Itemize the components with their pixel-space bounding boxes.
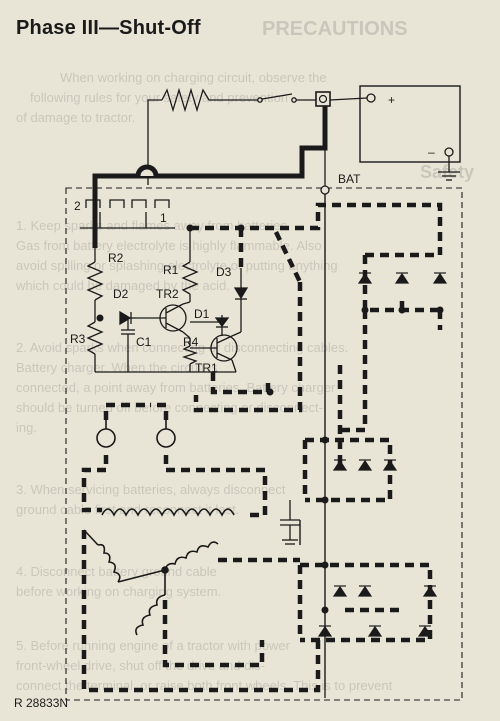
stator-windings [83,529,219,636]
regulator-enclosure [65,187,463,701]
battery-minus-label: – [428,145,435,159]
tr1-label: TR1 [195,361,218,375]
wire-crossover [135,164,159,177]
r1-label: R1 [163,263,179,277]
control-circuit [86,228,249,373]
d3-label: D3 [216,265,232,279]
r3-label: R3 [70,332,86,346]
c1-label: C1 [136,335,152,349]
inactive-current-path [81,202,443,693]
terminal-block-2-1 [80,199,175,229]
rotor-field-coil [101,508,235,517]
page-title: Phase III—Shut-Off [16,17,201,39]
figure-reference: R 28833N [14,696,69,710]
r4-label: R4 [183,335,199,349]
brushes [96,420,176,448]
terminal-1-label: 1 [160,211,167,225]
d2-label: D2 [113,287,129,301]
r2-label: R2 [108,251,124,265]
charge-current-path [92,106,328,248]
battery-symbol [359,85,461,181]
battery-plus-label: + [388,93,395,107]
junction-block [315,91,331,107]
bat-terminal [320,150,330,195]
bat-label: BAT [338,172,361,186]
capacitor-ground [280,500,300,545]
d1-label: D1 [194,307,210,321]
junction-dots [96,224,444,614]
rectifier-diodes [317,272,448,637]
tr2-label: TR2 [156,287,179,301]
terminal-2-label: 2 [74,199,81,213]
charging-lamp-circuit [147,87,368,185]
